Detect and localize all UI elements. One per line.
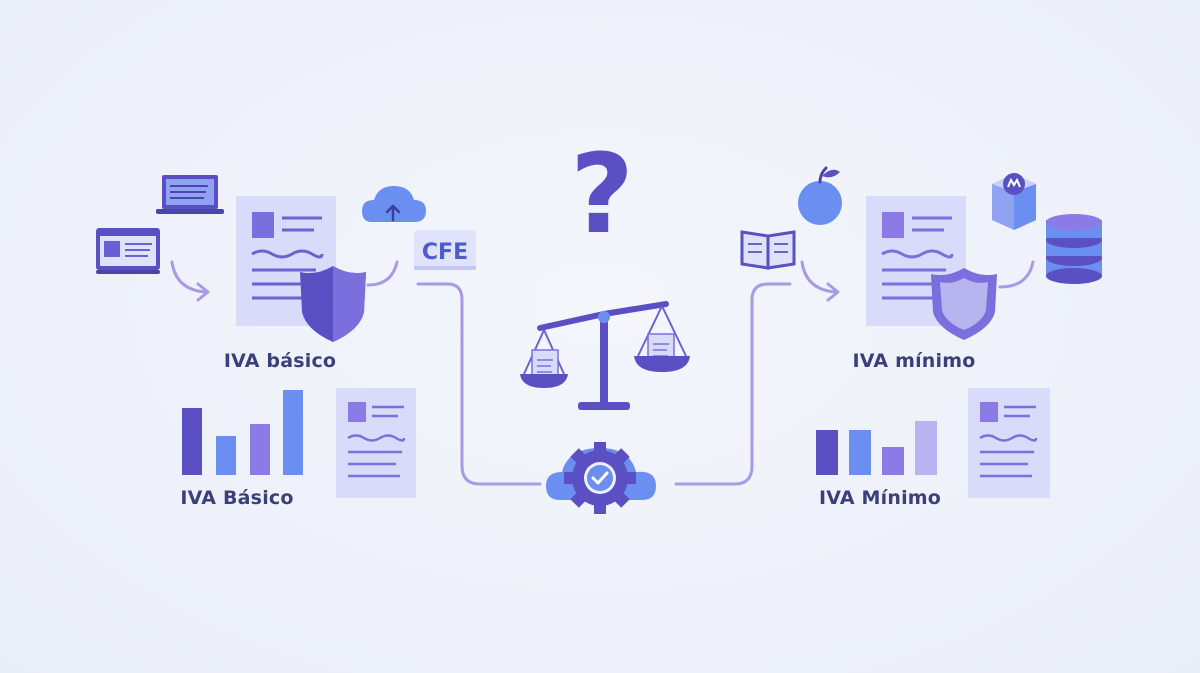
- gear-check-cloud-icon: [546, 442, 656, 514]
- bar-chart-icon-left: [182, 390, 303, 475]
- shield-icon-right: [931, 268, 997, 340]
- shield-connector-right: [998, 260, 1035, 289]
- arrow-right-curve: [800, 260, 838, 294]
- connector-left: [416, 282, 542, 486]
- arrow-left-curve: [170, 260, 208, 294]
- balance-scale-icon: [520, 301, 690, 410]
- cfe-badge: CFE: [414, 230, 476, 270]
- database-icon: [1046, 214, 1102, 284]
- cfe-label: CFE: [422, 240, 468, 265]
- iva-minimo-label-bottom: IVA Mínimo: [818, 487, 942, 509]
- open-book-icon: [740, 230, 796, 270]
- laptop-icon: [156, 175, 224, 214]
- connector-lines: [170, 260, 1035, 486]
- iva-basico-label-top: IVA básico: [223, 350, 337, 372]
- document-icon-left-bottom: [336, 388, 416, 498]
- box-icon: [992, 173, 1036, 230]
- shield-connector-left: [366, 260, 399, 287]
- arrow-left-head: [196, 282, 210, 302]
- iva-basico-label-bottom: IVA Básico: [180, 487, 294, 509]
- apple-icon: [798, 166, 842, 225]
- question-mark-icon: ?: [570, 130, 634, 258]
- question-mark-glyph: ?: [570, 130, 634, 258]
- iva-minimo-label-top: IVA mínimo: [852, 350, 976, 372]
- connector-right: [674, 282, 792, 486]
- browser-window-icon: [96, 228, 160, 274]
- arrow-right-head: [826, 282, 840, 302]
- bar-chart-icon-right: [816, 421, 937, 475]
- shield-icon: [300, 266, 366, 342]
- document-icon-right-bottom: [968, 388, 1050, 498]
- cloud-upload-icon: [362, 186, 426, 222]
